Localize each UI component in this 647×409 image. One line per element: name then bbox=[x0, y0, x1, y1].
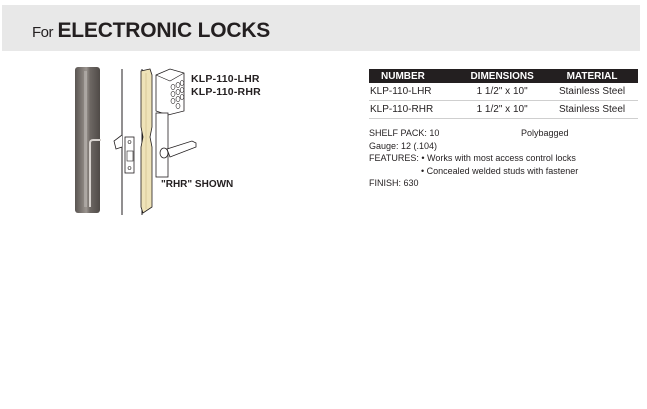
model-rhr: KLP-110-RHR bbox=[191, 86, 261, 98]
gauge: Gauge: 12 (.104) bbox=[369, 140, 438, 151]
col-material: MATERIAL bbox=[546, 69, 638, 83]
product-photo bbox=[75, 67, 101, 213]
model-lhr: KLP-110-LHR bbox=[191, 73, 260, 85]
finish: FINISH: 630 bbox=[369, 178, 419, 188]
cell-dimensions: 1 1/2" x 10" bbox=[458, 100, 547, 119]
section-header: For ELECTRONIC LOCKS bbox=[2, 5, 640, 51]
cell-dimensions: 1 1/2" x 10" bbox=[458, 83, 547, 101]
feature-item: • Works with most access control locks bbox=[421, 153, 576, 163]
title-prefix: For bbox=[32, 24, 54, 41]
cell-material: Stainless Steel bbox=[546, 83, 638, 101]
cell-number: KLP-110-LHR bbox=[369, 83, 459, 101]
shelf-pack: SHELF PACK: 10 bbox=[369, 128, 440, 138]
table-row: KLP-110-RHR 1 1/2" x 10" Stainless Steel bbox=[369, 100, 638, 119]
packaging: Polybagged bbox=[521, 128, 569, 138]
features-label: FEATURES: bbox=[369, 153, 422, 163]
table-header-row: NUMBER DIMENSIONS MATERIAL bbox=[369, 69, 638, 83]
shown-caption: "RHR" SHOWN bbox=[161, 179, 234, 190]
cell-material: Stainless Steel bbox=[546, 100, 638, 119]
lock-protector-drawing-icon bbox=[113, 68, 197, 215]
col-dimensions: DIMENSIONS bbox=[458, 69, 547, 83]
model-labels: KLP-110-LHR KLP-110-RHR bbox=[191, 73, 261, 99]
spec-table: NUMBER DIMENSIONS MATERIAL KLP-110-LHR 1… bbox=[369, 69, 638, 119]
photo-highlight bbox=[84, 71, 87, 207]
col-number: NUMBER bbox=[369, 69, 459, 83]
product-notes: SHELF PACK: 10 Polybagged Gauge: 12 (.10… bbox=[369, 127, 639, 190]
shelf-pack-row: SHELF PACK: 10 Polybagged bbox=[369, 127, 639, 140]
title-main: ELECTRONIC LOCKS bbox=[57, 19, 271, 42]
feature-item: • Concealed welded studs with fastener bbox=[421, 165, 579, 176]
table-row: KLP-110-LHR 1 1/2" x 10" Stainless Steel bbox=[369, 83, 638, 101]
photo-cutout bbox=[89, 139, 101, 207]
section-title: For ELECTRONIC LOCKS bbox=[32, 19, 270, 43]
cell-number: KLP-110-RHR bbox=[369, 100, 459, 119]
features-row: FEATURES: • Works with most access contr… bbox=[369, 152, 639, 165]
